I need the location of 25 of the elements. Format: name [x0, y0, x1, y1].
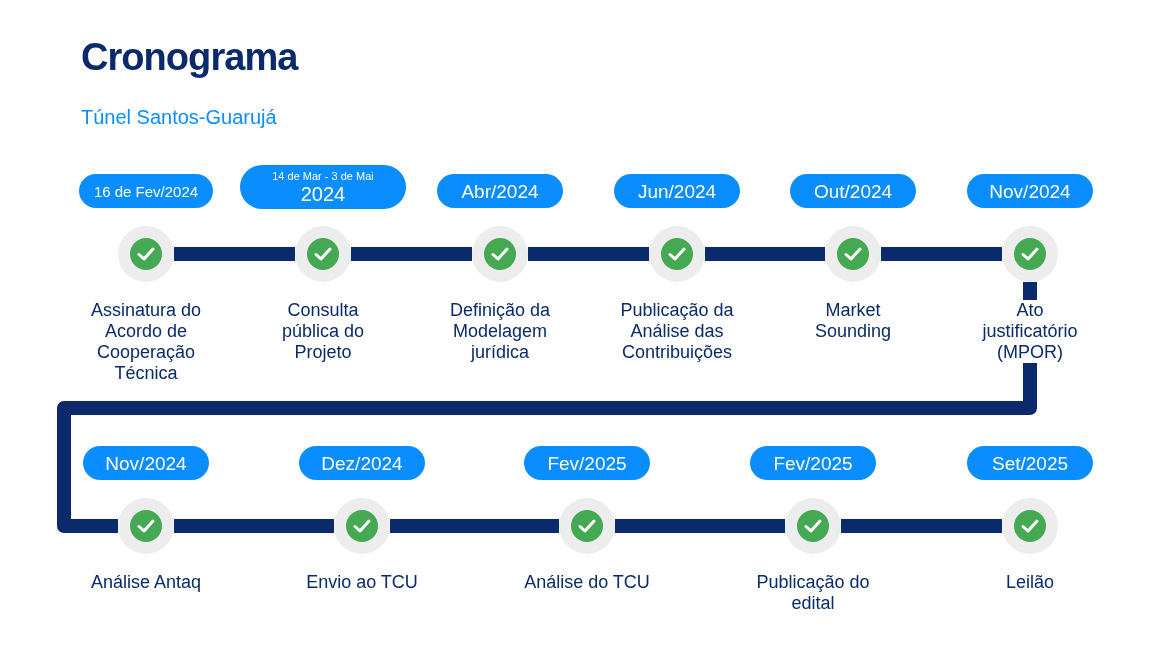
- timeline-connector: [705, 247, 825, 261]
- date-badge: Fev/2025: [524, 446, 650, 480]
- date-badge: Abr/2024: [437, 174, 563, 208]
- timeline-connector: [528, 247, 649, 261]
- date-badge: Nov/2024: [83, 446, 209, 480]
- date-badge: [240, 165, 406, 209]
- date-badge: Set/2025: [967, 446, 1093, 480]
- timeline-connector: [615, 519, 785, 533]
- timeline-connector: [351, 247, 472, 261]
- date-range: 14 de Mar - 3 de Mai: [272, 170, 374, 182]
- timeline-connector: [174, 247, 295, 261]
- timeline-connector: [174, 519, 334, 533]
- title: Cronograma: [81, 38, 298, 76]
- subtitle: Túnel Santos-Guarujá: [81, 105, 277, 130]
- date-badge: Nov/2024: [967, 174, 1093, 208]
- date-badge: Out/2024: [790, 174, 916, 208]
- timeline-connector: [57, 282, 1037, 533]
- date-badge: Jun/2024: [614, 174, 740, 208]
- date-badge: Dez/2024: [299, 446, 425, 480]
- date-badge: Fev/2025: [750, 446, 876, 480]
- timeline-connector: [841, 519, 1002, 533]
- date-year: 2024: [300, 183, 346, 204]
- timeline-connector: [881, 247, 1002, 261]
- date-badge: 16 de Fev/2024: [79, 174, 213, 208]
- timeline-connector: [390, 519, 559, 533]
